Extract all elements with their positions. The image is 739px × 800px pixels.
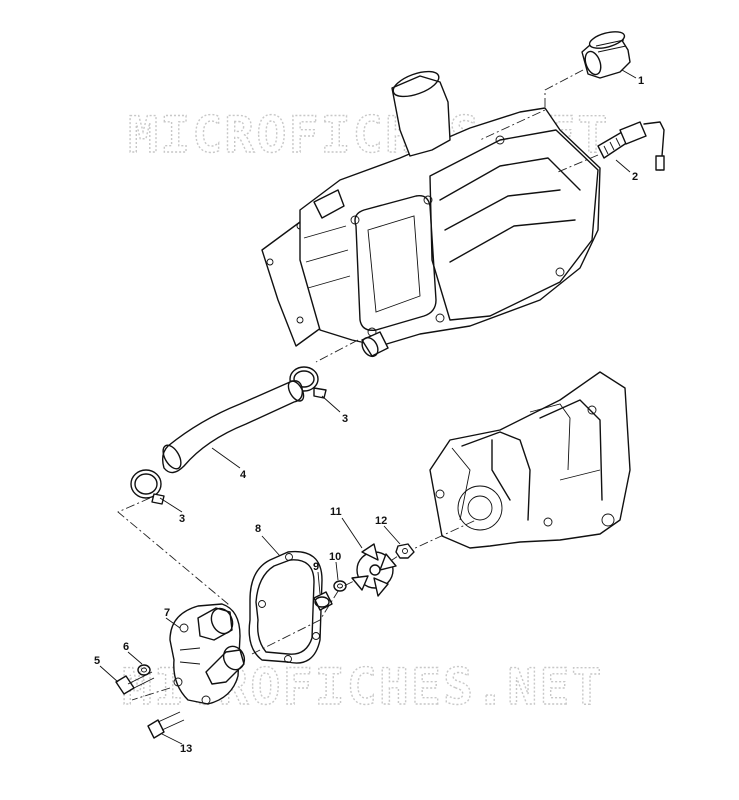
callout-3-lower: 3 <box>179 513 185 525</box>
part-10-washer <box>333 580 347 592</box>
callout-12: 12 <box>375 515 387 527</box>
part-7-water-pump-cover <box>169 603 246 705</box>
part-6-washer <box>137 664 151 676</box>
callout-13: 13 <box>180 743 192 755</box>
callout-leaders <box>99 69 637 745</box>
callout-7: 7 <box>164 607 170 619</box>
part-3-hose-clamp-lower <box>130 469 165 505</box>
callout-6: 6 <box>123 641 129 653</box>
callout-8: 8 <box>255 523 261 535</box>
part-12-nut <box>395 543 415 559</box>
callout-9: 9 <box>313 561 319 573</box>
callout-3-upper: 3 <box>342 413 348 425</box>
part-9-seal <box>313 591 333 611</box>
part-1-thermostat <box>581 31 631 79</box>
part-13-bolt <box>147 711 185 739</box>
part-8-gasket <box>248 550 323 664</box>
part-11-impeller <box>351 543 397 597</box>
callout-11: 11 <box>330 506 342 518</box>
part-2-temp-sensor <box>597 121 665 171</box>
cylinder-head-assembly <box>261 70 601 358</box>
part-4-coolant-hose <box>161 380 305 474</box>
crankcase-assembly <box>429 371 631 549</box>
callout-4: 4 <box>240 469 247 481</box>
callout-2: 2 <box>632 171 638 183</box>
callout-5: 5 <box>94 655 100 667</box>
callout-10: 10 <box>329 551 341 563</box>
callout-1: 1 <box>638 75 644 87</box>
